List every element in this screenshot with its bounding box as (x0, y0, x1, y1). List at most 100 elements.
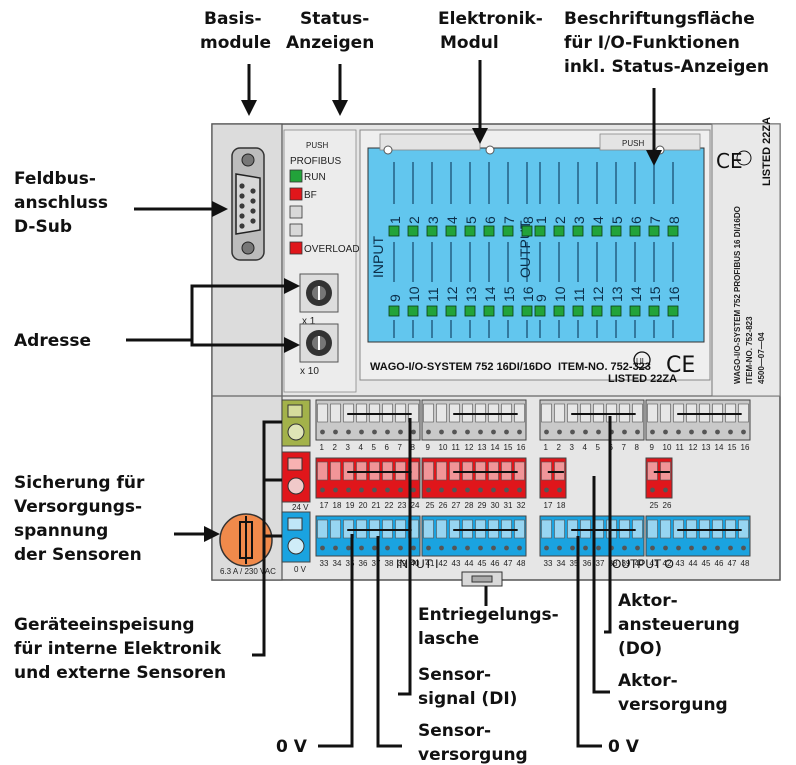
dsub-pin (250, 208, 256, 214)
terminal-number: 10 (439, 443, 448, 452)
terminal-slot[interactable] (330, 519, 341, 539)
fuse[interactable]: 6.3 A / 230 VAC (219, 513, 276, 576)
terminal-number: 13 (478, 443, 487, 452)
terminal-contact (385, 429, 390, 435)
terminal-slot[interactable] (317, 519, 328, 539)
terminal-slot[interactable] (423, 519, 434, 539)
channel-number: 5 (463, 216, 479, 224)
callout-sensorsignal: Sensor- signal (DI) (418, 665, 517, 709)
channel-led (388, 225, 400, 237)
terminal-number: 22 (385, 501, 394, 510)
terminal-number: 3 (346, 443, 351, 452)
terminal-slot[interactable] (660, 519, 671, 539)
svg-text:der Sensoren: der Sensoren (14, 545, 142, 565)
terminal-slot[interactable] (647, 519, 658, 539)
terminal-slot[interactable] (317, 461, 328, 481)
svg-text:Sensor-: Sensor- (418, 721, 491, 741)
side-text-2: 4500—07—04 (757, 332, 766, 384)
svg-text:(DO): (DO) (618, 639, 662, 659)
terminal-number: 27 (452, 501, 461, 510)
channel-number: 3 (425, 216, 441, 224)
terminal-slot[interactable] (423, 461, 434, 481)
channel-led (572, 305, 584, 317)
terminal-slot[interactable] (436, 461, 447, 481)
channel-number: 4 (444, 216, 460, 224)
svg-text:und externe Sensoren: und externe Sensoren (14, 663, 226, 683)
address-switch-x1[interactable] (299, 273, 339, 313)
terminal-number: 8 (411, 443, 416, 452)
terminal-contact (622, 429, 627, 435)
terminal-number: 10 (663, 443, 672, 452)
channel-led (445, 225, 457, 237)
side-text-1: ITEM-NO. 752-823 (745, 316, 754, 384)
terminal-contact (452, 429, 457, 435)
v0-label: 0 V (294, 565, 307, 574)
terminal-slot[interactable] (317, 403, 328, 423)
terminal-slot[interactable] (647, 403, 658, 423)
terminal-number: 23 (398, 501, 407, 510)
svg-text:UL: UL (636, 357, 647, 366)
terminal-contact (663, 429, 668, 435)
channel-number: 6 (628, 216, 644, 224)
terminal-slot[interactable] (554, 403, 565, 423)
svg-text:versorgung: versorgung (618, 695, 728, 715)
terminal-contact (583, 429, 588, 435)
terminal-number: 21 (372, 501, 381, 510)
terminal-contact (385, 545, 390, 551)
terminal-contact (452, 545, 457, 551)
terminal-slot[interactable] (541, 519, 552, 539)
channel-led (534, 225, 546, 237)
terminal-contact (504, 487, 509, 493)
svg-text:signal (DI): signal (DI) (418, 689, 517, 709)
electronics-module: PUSH INPUT OUTPUT 1921031141251361471581… (359, 129, 711, 385)
terminal-contact (596, 545, 601, 551)
terminal-contact (715, 545, 720, 551)
terminal-contact (491, 429, 496, 435)
terminal-slot[interactable] (423, 403, 434, 423)
status-led-label: OVERLOAD (304, 244, 360, 255)
release-latch[interactable] (461, 571, 503, 587)
terminal-contact (359, 429, 364, 435)
terminal-number: 6 (385, 443, 390, 452)
terminal-number: 43 (676, 559, 685, 568)
terminal-slot[interactable] (330, 461, 341, 481)
terminal-number: 39 (398, 559, 407, 568)
terminal-number: 5 (596, 443, 601, 452)
terminal-slot[interactable] (541, 403, 552, 423)
terminal-slot[interactable] (554, 519, 565, 539)
dsub-connector (231, 147, 265, 261)
channel-number: 8 (666, 216, 682, 224)
terminal-number: 25 (650, 501, 659, 510)
terminal-contact (635, 545, 640, 551)
dsub-pin (250, 198, 256, 204)
terminal-number: 36 (583, 559, 592, 568)
fuse-label: 6.3 A / 230 VAC (220, 567, 276, 576)
terminal-contact (478, 545, 483, 551)
terminal-slot[interactable] (436, 519, 447, 539)
svg-text:Basis-: Basis- (204, 9, 262, 29)
terminal-contact (676, 545, 681, 551)
terminal-number: 3 (570, 443, 575, 452)
terminal-contact (398, 429, 403, 435)
terminal-number: 30 (491, 501, 500, 510)
channel-number: 3 (571, 216, 587, 224)
terminal-number: 32 (517, 501, 526, 510)
terminal-number: 15 (728, 443, 737, 452)
channel-number: 2 (406, 216, 422, 224)
terminal-contact (741, 429, 746, 435)
terminal-number: 38 (385, 559, 394, 568)
terminal-slot[interactable] (660, 403, 671, 423)
channel-led (591, 305, 603, 317)
terminal-slot[interactable] (436, 403, 447, 423)
address-switch-x10[interactable] (299, 323, 339, 363)
terminal-contact (491, 545, 496, 551)
terminal-contact (676, 429, 681, 435)
channel-number: 1 (533, 216, 549, 224)
terminal-contact (650, 487, 655, 493)
terminal-number: 46 (491, 559, 500, 568)
terminal-slot[interactable] (330, 403, 341, 423)
terminal-contact (439, 545, 444, 551)
terminal-contact (359, 487, 364, 493)
terminal-number: 48 (741, 559, 750, 568)
